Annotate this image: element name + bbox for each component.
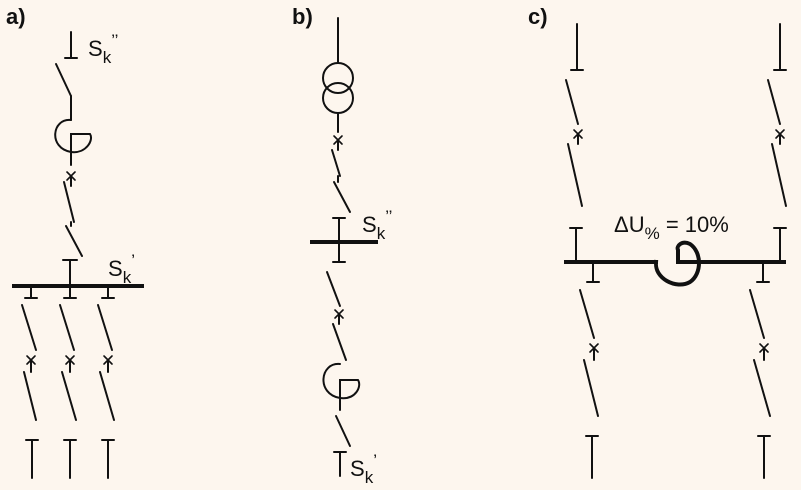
panel-a-sk-bus: Sk’ (108, 251, 135, 287)
panel-b-lower-switch (326, 271, 347, 361)
panel-b-sk-bus: Sk’’ (362, 207, 392, 243)
panel-a-upper-switch (55, 63, 72, 121)
panel-a-sk-upper: Sk’’ (88, 31, 118, 67)
panel-a-reactor-symbol (54, 118, 92, 166)
panel-a-feeder-2 (59, 285, 77, 479)
panel-c-bus-reactor-symbol (653, 240, 701, 287)
panel-b-upper-breaker (331, 135, 351, 213)
panel-b-sk-bottom: Sk’ (350, 451, 377, 487)
panel-b-bottom-switch (335, 415, 351, 447)
panel-c-label: c) (528, 4, 548, 29)
panel-a-bus-terminal (62, 259, 78, 287)
panel-b-reactor-symbol (322, 362, 361, 411)
panel-c-right-outgoing (749, 261, 771, 479)
panel-b-label: b) (292, 4, 313, 29)
panel-c: c) ΔU (528, 4, 787, 479)
panel-b: b) Sk’’ (292, 4, 392, 487)
panel-a-top-terminal (64, 31, 78, 59)
panel-a: a) Sk’’ Sk’ (6, 4, 144, 479)
panel-c-right-incoming (767, 23, 787, 263)
panel-a-feeder-3 (97, 285, 115, 479)
panel-a-breaker (63, 171, 83, 257)
panel-a-feeder-1 (21, 285, 39, 479)
panel-c-left-outgoing (579, 261, 600, 479)
panel-b-transformer-symbol (322, 62, 354, 114)
panel-c-left-incoming (565, 23, 584, 263)
panel-b-bottom-terminal (333, 451, 347, 477)
panel-c-delta-u: ΔU% = 10% (614, 212, 729, 243)
panel-a-label: a) (6, 4, 26, 29)
